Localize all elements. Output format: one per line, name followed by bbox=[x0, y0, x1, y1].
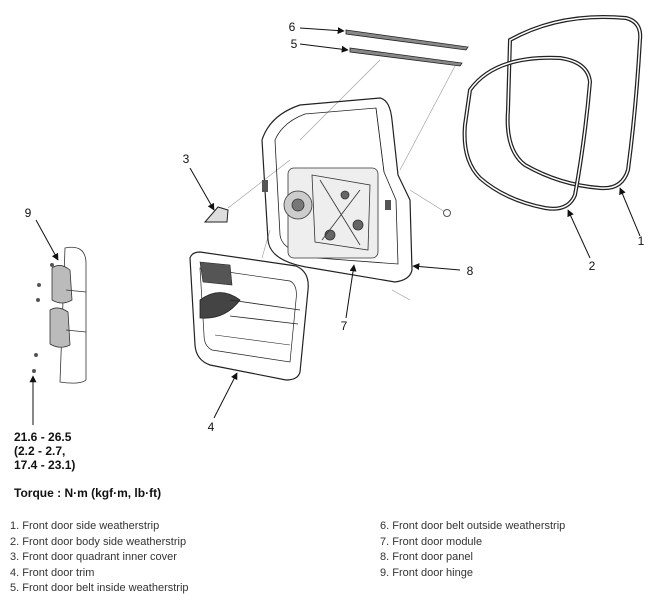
belt-weatherstrips bbox=[345, 29, 469, 67]
legend-item: 5. Front door belt inside weatherstrip bbox=[10, 582, 189, 595]
callout-6: 6 bbox=[289, 20, 296, 34]
torque-value: 21.6 - 26.5 (2.2 - 2.7, 17.4 - 23.1) bbox=[14, 430, 75, 472]
legend-item: 3. Front door quadrant inner cover bbox=[10, 551, 177, 564]
assembly-guide-lines bbox=[227, 59, 456, 301]
callout-3: 3 bbox=[183, 152, 190, 166]
exploded-door-diagram: 1 2 3 4 5 6 7 8 9 bbox=[25, 14, 645, 434]
legend-item: 6. Front door belt outside weatherstrip bbox=[380, 520, 566, 532]
parts-legend-left: 1. Front door side weatherstrip 2. Front… bbox=[10, 519, 189, 597]
side-weatherstrip bbox=[505, 14, 643, 191]
door-panel bbox=[261, 97, 413, 283]
callout-9: 9 bbox=[25, 206, 32, 220]
door-trim bbox=[189, 251, 309, 381]
callout-5: 5 bbox=[291, 37, 298, 51]
quadrant-inner-cover bbox=[203, 206, 229, 223]
leader-lines bbox=[29, 27, 641, 425]
callout-2: 2 bbox=[589, 259, 596, 273]
callout-4: 4 bbox=[208, 420, 215, 434]
legend-item: 9. Front door hinge bbox=[380, 566, 473, 579]
torque-unit-label: Torque : N·m (kgf·m, lb·ft) bbox=[14, 486, 162, 500]
torque-line: 17.4 - 23.1) bbox=[14, 458, 76, 472]
legend-item: 1. Front door side weatherstrip bbox=[10, 520, 160, 532]
legend-item: 7. Front door module bbox=[380, 535, 483, 548]
callout-8: 8 bbox=[467, 264, 474, 278]
torque-line: 21.6 - 26.5 bbox=[14, 430, 72, 444]
legend-item: 2. Front door body side weatherstrip bbox=[10, 535, 187, 548]
parts-legend-right: 6. Front door belt outside weatherstrip … bbox=[380, 519, 565, 581]
torque-line: (2.2 - 2.7, bbox=[14, 444, 66, 458]
hinge-bolts bbox=[32, 263, 54, 373]
callout-7: 7 bbox=[341, 319, 348, 333]
callout-1: 1 bbox=[638, 234, 645, 248]
door-hardware bbox=[262, 180, 451, 217]
body-side-weatherstrip bbox=[462, 55, 593, 211]
legend-item: 4. Front door trim bbox=[10, 566, 95, 579]
legend-item: 8. Front door panel bbox=[380, 551, 473, 564]
door-hinge bbox=[49, 246, 87, 384]
door-module bbox=[283, 167, 379, 259]
